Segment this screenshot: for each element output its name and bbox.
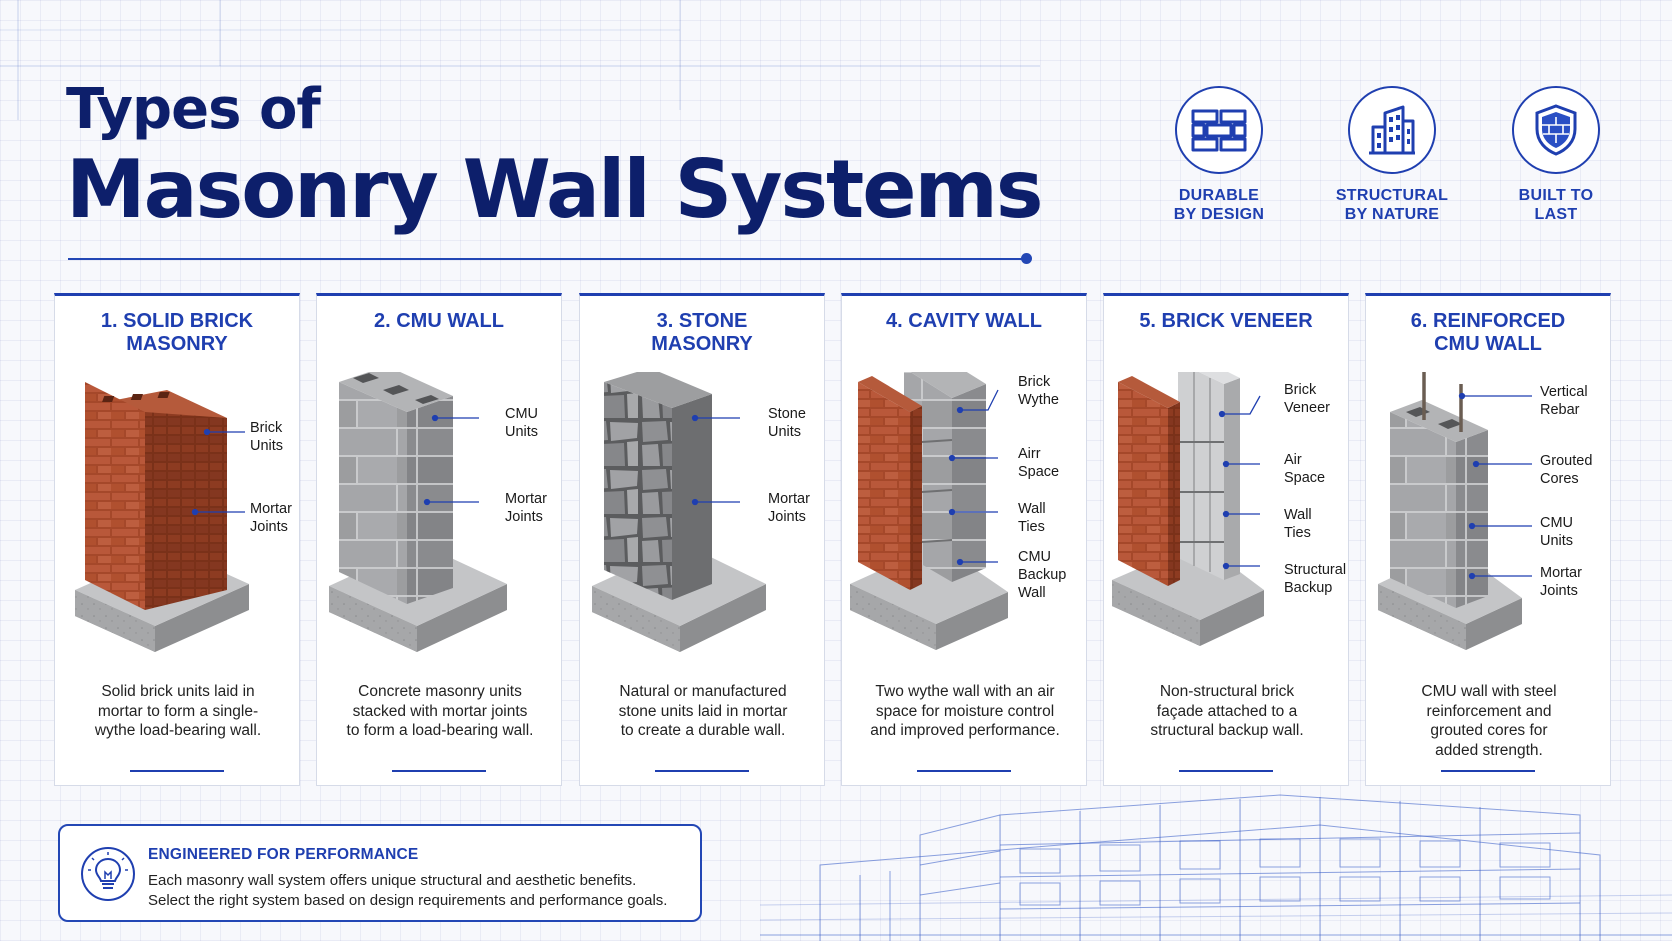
badge-label: DURABLE BY DESIGN	[1173, 187, 1265, 223]
card-description: Concrete masonry units stacked with mort…	[346, 683, 534, 739]
brick-icon	[1175, 86, 1263, 174]
title-line-1: Types of	[66, 77, 321, 142]
blueprint-building-drawing	[760, 794, 1672, 941]
card-description: Solid brick units laid in mortar to form…	[94, 683, 262, 739]
badge-label: BUILT TO LAST	[1518, 187, 1594, 223]
card-bottom-bar	[1179, 770, 1273, 772]
title-line-2: Masonry Wall Systems	[66, 143, 1044, 236]
card-bottom-bar	[655, 770, 749, 772]
card-title: 2. CMU WALL	[374, 310, 504, 332]
title-underline-dot	[1021, 253, 1032, 264]
title-underline	[68, 258, 1028, 260]
card-title: 4. CAVITY WALL	[886, 310, 1042, 332]
card-description: CMU wall with steel reinforcement and gr…	[1421, 683, 1557, 759]
callout-text-line-2: Select the right system based on design …	[148, 892, 668, 909]
callout-text-line-1: Each masonry wall system offers unique s…	[148, 872, 637, 889]
card-bottom-bar	[917, 770, 1011, 772]
card-bottom-bar	[1441, 770, 1535, 772]
page-title: Types of Masonry Wall Systems	[66, 77, 1044, 238]
card-description: Non-structural brick façade attached to …	[1150, 683, 1304, 739]
performance-callout: ENGINEERED FOR PERFORMANCE Each masonry …	[58, 824, 702, 922]
badge-label: STRUCTURAL BY NATURE	[1335, 187, 1449, 223]
card-title: 5. BRICK VENEER	[1139, 310, 1313, 332]
card-title: 6. REINFORCED CMU WALL	[1410, 310, 1566, 355]
lightbulb-icon	[81, 847, 135, 901]
shield-icon	[1512, 86, 1600, 174]
badge-durable: DURABLE BY DESIGN	[1149, 86, 1289, 224]
callout-title: ENGINEERED FOR PERFORMANCE	[148, 846, 419, 863]
card-description: Two wythe wall with an air space for moi…	[870, 683, 1060, 739]
card-title: 1. SOLID BRICK MASONRY	[100, 310, 254, 355]
building-icon	[1348, 86, 1436, 174]
card-title: 3. STONE MASONRY	[651, 310, 753, 355]
badge-structural: STRUCTURAL BY NATURE	[1322, 86, 1462, 224]
card-description: Natural or manufactured stone units laid…	[618, 683, 788, 739]
badge-built-to-last: BUILT TO LAST	[1486, 86, 1626, 224]
card-bottom-bar	[392, 770, 486, 772]
card-bottom-bar	[130, 770, 224, 772]
